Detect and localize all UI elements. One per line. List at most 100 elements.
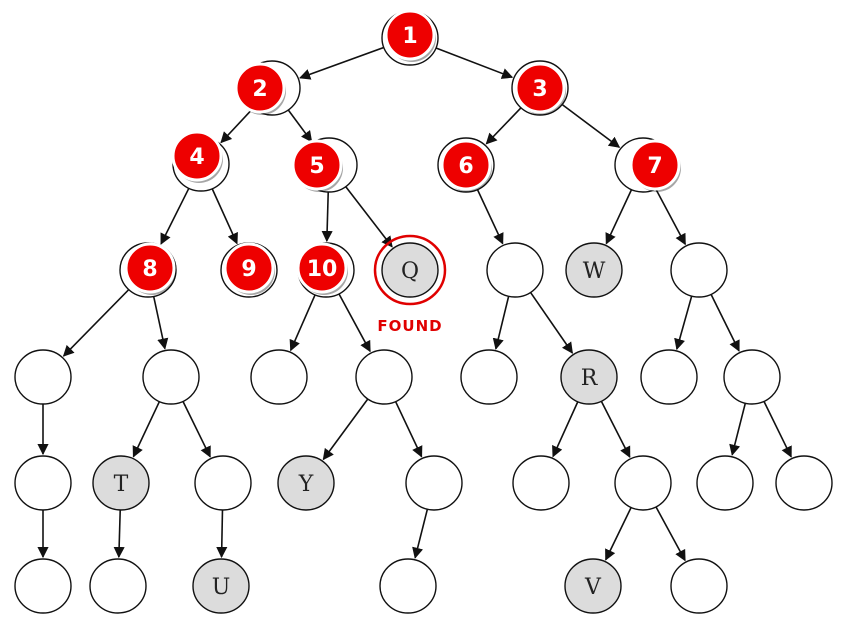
node-circle — [89, 558, 147, 614]
edge-b8-c9 — [763, 401, 792, 458]
edge-n4-n8 — [160, 187, 190, 245]
node-circle — [142, 349, 200, 405]
edge-n10-b4 — [338, 293, 371, 353]
edge-n5-n10 — [321, 191, 333, 243]
badge-number: 5 — [309, 154, 324, 179]
node-circle — [460, 349, 518, 405]
node-circle — [696, 455, 754, 511]
badge-circle — [440, 139, 492, 191]
node-circle — [640, 349, 698, 405]
badge-number: 2 — [252, 77, 267, 102]
edge-r-c7 — [600, 400, 631, 458]
tree-node-d2 — [89, 558, 147, 614]
node-circle — [92, 455, 150, 511]
tree-node-u: U — [192, 558, 250, 614]
visit-order-badge: 10 — [296, 242, 348, 295]
edge-n10-b3 — [289, 294, 316, 352]
node-label: V — [584, 575, 602, 600]
edges-layer — [37, 46, 792, 562]
node-circle — [192, 558, 250, 614]
node-label: W — [583, 259, 606, 284]
edge-n8-b1 — [62, 289, 130, 357]
tree-node-b3 — [250, 349, 308, 405]
tree-node-c5 — [405, 455, 463, 511]
badge-circle — [291, 139, 343, 191]
edge-n7-w — [605, 189, 633, 245]
visit-order-badge: 8 — [124, 242, 176, 295]
badge-number: 8 — [142, 257, 157, 282]
edge-n6-a6 — [476, 189, 504, 245]
node-circle — [670, 242, 728, 298]
edge-c5-d4 — [412, 509, 429, 559]
edge-a6-r — [529, 292, 573, 354]
node-label: U — [212, 575, 231, 600]
tree-node-v: V — [564, 558, 622, 614]
node-circle — [381, 242, 439, 298]
node-circle — [512, 455, 570, 511]
node-circle — [565, 242, 623, 298]
tree-node-a6 — [486, 242, 544, 298]
tree-node-q: Q — [373, 234, 447, 306]
found-highlight-ring — [373, 234, 447, 306]
tree-node-t: T — [92, 455, 150, 511]
tree-node-d4 — [379, 558, 437, 614]
edge-n3-n6 — [485, 107, 522, 145]
edge-t-d2 — [113, 509, 125, 559]
badge-number: 3 — [532, 77, 547, 102]
edge-c7-v — [605, 507, 632, 561]
badge-circle — [514, 62, 566, 114]
visit-order-badge: 5 — [291, 139, 343, 192]
edge-b2-t — [132, 401, 161, 458]
node-circle — [723, 349, 781, 405]
edge-n1-n2 — [299, 46, 385, 80]
edge-a7-b8 — [710, 294, 740, 352]
badge-circle — [234, 62, 286, 114]
visit-order-badge: 6 — [440, 139, 492, 192]
tree-node-b1 — [14, 349, 72, 405]
node-label: Q — [401, 259, 419, 284]
visit-order-badge: 3 — [514, 62, 566, 115]
node-circle — [614, 455, 672, 511]
tree-node-c8 — [696, 455, 754, 511]
node-circle — [775, 455, 833, 511]
node-circle — [379, 558, 437, 614]
edge-n2-n5 — [287, 109, 313, 143]
badge-number: 10 — [307, 257, 338, 282]
node-circle — [560, 349, 618, 405]
edge-r-c6 — [552, 401, 579, 458]
edge-n8-b2 — [152, 296, 169, 350]
node-circle — [564, 558, 622, 614]
node-circle — [405, 455, 463, 511]
tree-node-b5 — [460, 349, 518, 405]
edge-b4-y — [322, 398, 369, 461]
edge-c3-u — [216, 509, 228, 559]
node-label: T — [114, 472, 129, 497]
edge-n1-n3 — [435, 47, 514, 79]
tree-node-c3 — [194, 455, 252, 511]
node-circle — [194, 455, 252, 511]
node-circle — [250, 349, 308, 405]
node-circle — [486, 242, 544, 298]
edge-n4-n9 — [211, 188, 238, 245]
tree-node-b8 — [723, 349, 781, 405]
badge-number: 7 — [647, 154, 662, 179]
visit-order-badge: 2 — [234, 62, 286, 115]
edge-a6-b5 — [492, 296, 510, 350]
tree-node-c9 — [775, 455, 833, 511]
badge-number: 1 — [402, 24, 417, 49]
badge-number: 4 — [189, 145, 204, 170]
edge-n3-n7 — [561, 103, 621, 148]
edge-a7-b7 — [674, 295, 693, 351]
node-circle — [14, 349, 72, 405]
tree-node-r: R — [560, 349, 618, 405]
node-circle — [277, 455, 335, 511]
tree-node-c6 — [512, 455, 570, 511]
tree-node-a7 — [670, 242, 728, 298]
badge-circle — [629, 139, 681, 191]
node-circle — [14, 455, 72, 511]
node-circle — [670, 558, 728, 614]
badge-circle — [171, 130, 223, 182]
